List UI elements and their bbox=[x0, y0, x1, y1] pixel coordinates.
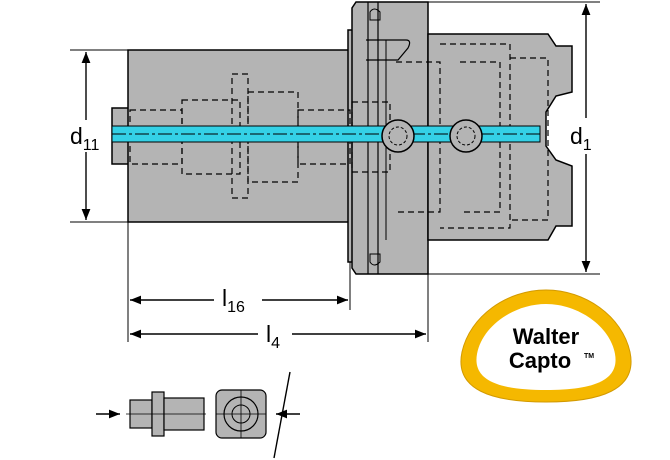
d1-label: d1 bbox=[570, 123, 592, 154]
dimension-d11: d11 bbox=[70, 49, 128, 223]
hidden-taper-bore bbox=[396, 61, 441, 213]
d11-sub: 11 bbox=[83, 137, 100, 154]
dimension-l16: l16 bbox=[127, 222, 351, 342]
coolant-channel bbox=[111, 125, 541, 143]
side-view-thumbnail bbox=[96, 391, 206, 437]
flange-notch bbox=[369, 253, 381, 266]
logo-inner bbox=[476, 304, 616, 390]
d11-label: d11 bbox=[70, 123, 100, 154]
cross-hole-inner bbox=[456, 126, 476, 146]
flange-notch bbox=[366, 39, 411, 61]
l16-base: l bbox=[222, 285, 227, 311]
l4-label: l4 bbox=[266, 321, 280, 352]
end-view-thumbnail bbox=[215, 371, 300, 459]
l16-label: l16 bbox=[222, 285, 245, 316]
cross-hole bbox=[449, 119, 483, 153]
d11-base: d bbox=[70, 123, 83, 149]
dimension-d1: d1 bbox=[428, 1, 600, 275]
l16-sub: 16 bbox=[227, 299, 245, 316]
logo-tm: TM bbox=[584, 353, 594, 360]
l4-base: l bbox=[266, 321, 271, 347]
clamp-screw-inner bbox=[388, 126, 408, 146]
clamp-screw-hole bbox=[381, 119, 415, 153]
dimension-l4: l4 bbox=[130, 274, 429, 352]
d1-sub: 1 bbox=[583, 137, 592, 154]
logo-line1: Walter bbox=[513, 324, 580, 349]
section-line bbox=[273, 371, 291, 459]
logo-line2: Capto bbox=[509, 348, 571, 373]
walter-capto-logo: Walter Capto TM bbox=[460, 289, 632, 403]
d1-base: d bbox=[570, 123, 583, 149]
flange-notch bbox=[369, 8, 381, 21]
l4-sub: 4 bbox=[271, 335, 280, 352]
